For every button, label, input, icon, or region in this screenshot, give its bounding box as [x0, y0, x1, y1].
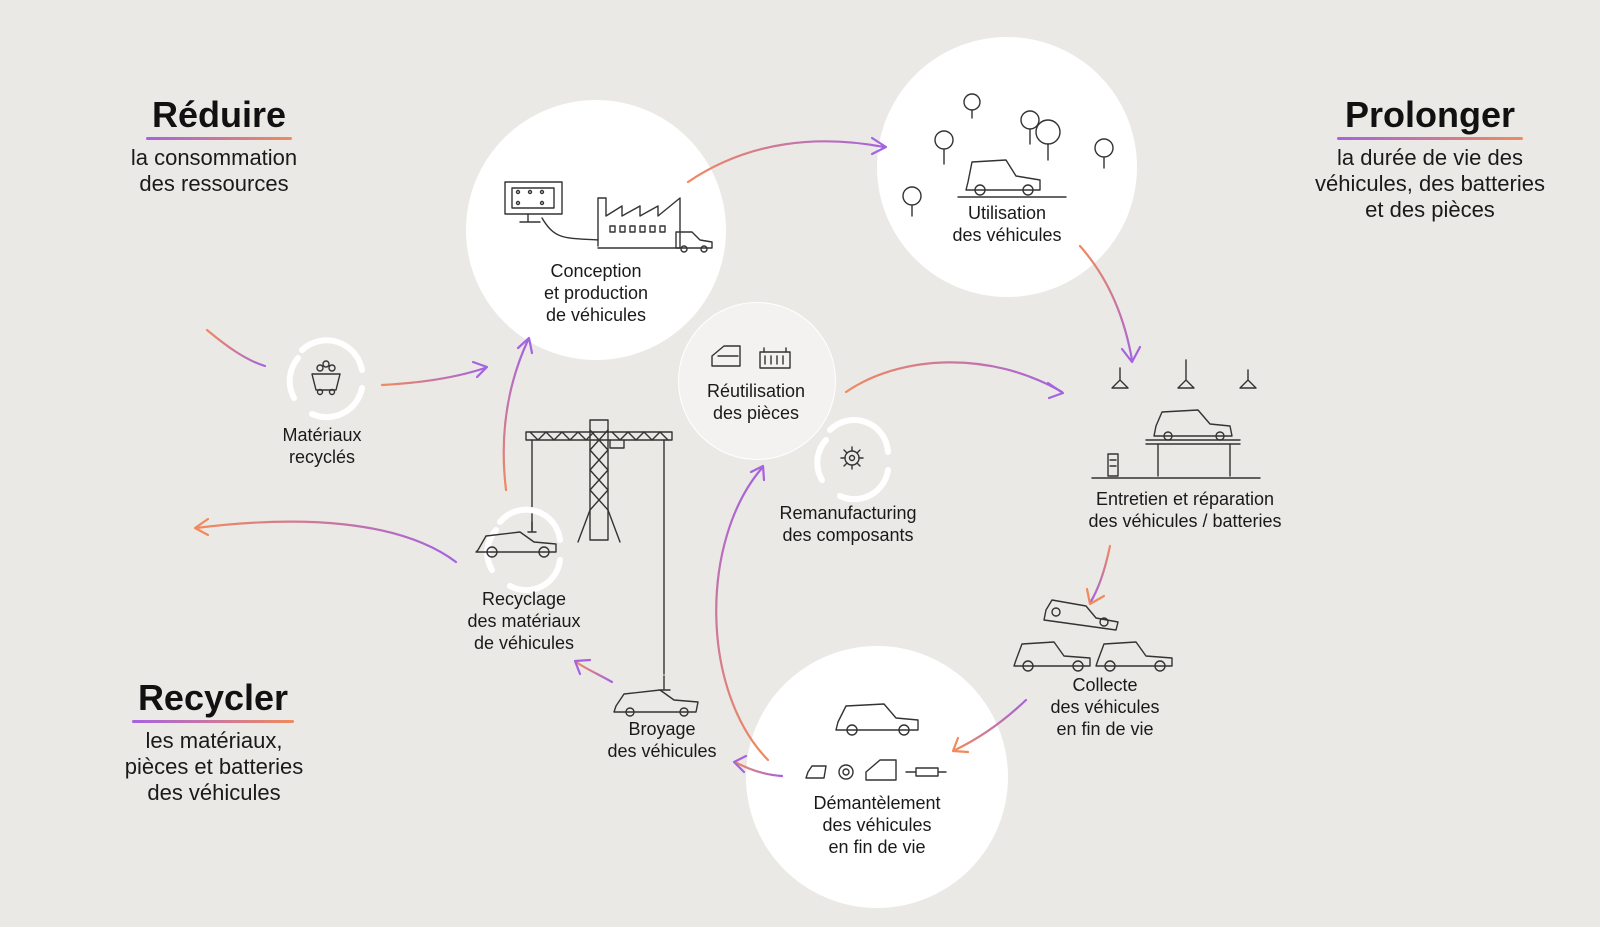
heading-recycler-underline	[132, 720, 294, 723]
parts-icon	[711, 345, 791, 369]
crane-icon	[525, 419, 673, 675]
label-materiaux: Matériaux recyclés	[282, 425, 362, 467]
arrow-recyclage-out	[194, 520, 458, 564]
label-entretien: Entretien et réparation des véhicules / …	[1088, 489, 1282, 531]
heading-reduire-title: Réduire	[151, 94, 287, 135]
label-conception: Conception et production de véhicules	[543, 261, 649, 325]
arrow-utilisation-entretien	[1078, 244, 1134, 362]
subtitle-prolonger: la durée de vie des véhicules, des batte…	[1315, 145, 1545, 222]
arrow-reutilisation-entretien	[844, 361, 1064, 394]
car-in-park-icon	[902, 93, 1114, 217]
arrowhead-recyclage-out	[193, 517, 210, 537]
conception-circle	[466, 100, 726, 360]
subtitle-reduire: la consommation des ressources	[130, 145, 298, 196]
heading-prolonger-underline	[1337, 137, 1523, 140]
subtitle-recycler: les matériaux, pièces et batteries des v…	[124, 728, 304, 805]
demantelement-circle	[746, 646, 1008, 908]
heading-recycler-title: Recycler	[137, 677, 289, 718]
recycle-car-icon	[475, 506, 563, 594]
arrow-demantelement-broyage	[733, 760, 784, 778]
arrow-collecte-demantelement	[953, 698, 1028, 752]
arrowhead-entretien-collecte	[1085, 587, 1106, 606]
arrow-conception-utilisation	[686, 140, 886, 184]
recycle-cart-icon	[286, 337, 365, 421]
crushed-car-icon	[613, 675, 699, 717]
arrow-recyclage-conception	[502, 338, 530, 492]
label-utilisation: Utilisation des véhicules	[952, 203, 1062, 245]
label-remanufacturing: Remanufacturing des composants	[779, 503, 917, 545]
arrowhead-recyclage-conception	[516, 336, 534, 355]
arrowhead-demantelement-broyage	[732, 754, 748, 774]
arrow-in-materiaux	[205, 328, 267, 368]
arrowhead-materiaux-conception	[471, 360, 489, 379]
arrowhead-collecte-demantelement	[951, 736, 970, 754]
gear-icon	[840, 446, 864, 470]
recycle-gear-icon	[814, 417, 891, 503]
arrowhead-demantelement-reutilisation	[749, 464, 766, 482]
label-broyage: Broyage des véhicules	[607, 719, 717, 761]
heading-recycler: Recycler	[118, 678, 308, 723]
car-lift-icon	[1091, 359, 1261, 479]
label-recyclage: Recyclage des matériaux de véhicules	[467, 589, 581, 653]
factory-icon	[504, 181, 713, 253]
heading-prolonger: Prolonger	[1320, 95, 1540, 140]
arrow-demantelement-reutilisation	[715, 466, 770, 762]
arrowhead-reutilisation-entretien	[1046, 381, 1065, 400]
heading-reduire: Réduire	[134, 95, 304, 140]
dismantled-car-icon	[805, 703, 947, 781]
arrow-entretien-collecte	[1088, 544, 1112, 605]
label-reutilisation: Réutilisation des pièces	[706, 381, 806, 423]
arrowhead-conception-utilisation	[870, 136, 888, 156]
reutilisation-circle	[678, 302, 836, 460]
arrow-materiaux-conception	[380, 366, 487, 387]
arrow-broyage-recyclage	[574, 660, 614, 684]
utilisation-circle	[877, 37, 1137, 297]
stacked-cars-icon	[1013, 599, 1173, 672]
heading-reduire-underline	[146, 137, 292, 140]
label-collecte: Collecte des véhicules en fin de vie	[1050, 675, 1160, 739]
arrowhead-broyage-recyclage	[573, 658, 592, 676]
heading-prolonger-title: Prolonger	[1344, 94, 1515, 135]
label-demantelement: Démantèlement des véhicules en fin de vi…	[813, 793, 941, 857]
arrowhead-utilisation-entretien	[1120, 345, 1142, 364]
